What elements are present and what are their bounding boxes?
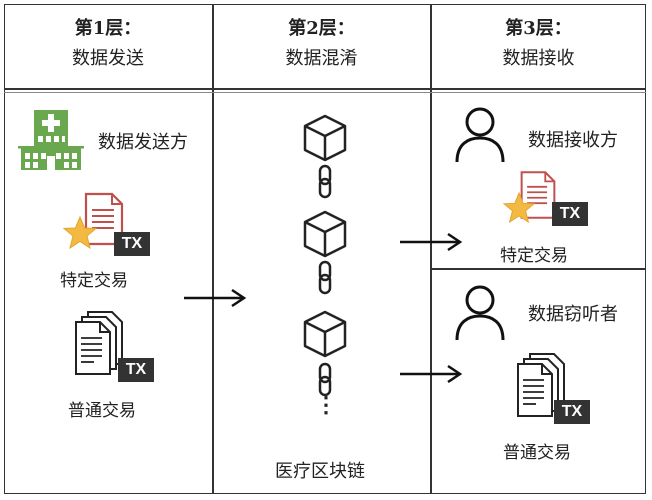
- specific-transaction-icon: TX: [62, 192, 162, 262]
- document-stack-icon: [75, 311, 123, 375]
- normal-transaction-icon: TX: [74, 310, 164, 384]
- layer-number: 第2层：: [288, 18, 355, 39]
- normal-transaction-label: 普通交易: [68, 401, 136, 421]
- specific-transaction-label: 特定交易: [60, 271, 128, 291]
- eavesdropper-transaction-icon: TX: [516, 352, 606, 426]
- header-divider-2: [4, 92, 646, 93]
- blockchain-icon: [303, 114, 347, 397]
- layer-number: 第1层：: [74, 18, 142, 39]
- chain-continuation: ⋮: [315, 392, 337, 418]
- diagram-frame: [4, 4, 646, 494]
- layer-title: 数据混淆: [285, 48, 358, 69]
- header-layer-1: 第1层： 数据发送: [4, 14, 212, 74]
- receiver-label: 数据接收方: [528, 130, 618, 151]
- header-layer-3: 第3层： 数据接收: [431, 14, 646, 74]
- eavesdropper-transaction-label: 普通交易: [503, 443, 571, 463]
- column-divider-2: [430, 4, 432, 494]
- column-divider-1: [212, 4, 214, 494]
- blockchain-label: 医疗区块链: [275, 461, 365, 482]
- header-divider: [4, 88, 646, 90]
- user-icon: [455, 285, 505, 341]
- layer-title: 数据接收: [502, 48, 575, 69]
- layer-title: 数据发送: [72, 48, 144, 69]
- header-layer-2: 第2层： 数据混淆: [213, 14, 430, 74]
- receiver-transaction-icon: TX: [500, 170, 600, 236]
- layer-number: 第3层：: [505, 18, 572, 39]
- hospital-icon: [18, 110, 84, 170]
- tx-badge: TX: [554, 400, 590, 424]
- eavesdropper-label: 数据窃听者: [528, 304, 618, 325]
- document-stack-icon: [517, 353, 565, 417]
- star-icon: [62, 216, 98, 250]
- receiver-divider: [430, 268, 646, 270]
- tx-badge: TX: [552, 202, 588, 226]
- tx-badge: TX: [114, 232, 150, 256]
- user-icon: [455, 107, 505, 163]
- star-icon: [502, 192, 536, 224]
- sender-label: 数据发送方: [98, 132, 188, 153]
- tx-badge: TX: [118, 358, 154, 382]
- arrow-to-eavesdropper-icon: [400, 364, 463, 384]
- receiver-transaction-label: 特定交易: [500, 246, 568, 266]
- arrow-to-receiver-icon: [400, 232, 463, 252]
- arrow-right-icon: [184, 288, 247, 308]
